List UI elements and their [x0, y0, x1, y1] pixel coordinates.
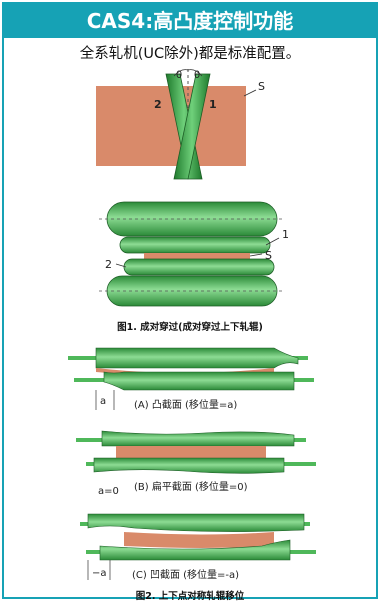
stack-strip-s-label: S	[265, 249, 272, 262]
roll-2-label: 2	[154, 98, 162, 111]
strip-c	[124, 532, 274, 548]
variant-c-diagram: −a (C) 凹截面 (移位量=-a)	[80, 513, 316, 581]
strip-s-label: S	[258, 80, 265, 93]
upper-roll-b	[101, 430, 295, 447]
crossed-rolls-diagram: θ θ 2 1 S	[96, 69, 265, 180]
stack-roll-2-label: 2	[105, 258, 112, 271]
work-roll-bottom	[123, 258, 275, 276]
lower-roll-b	[93, 457, 285, 474]
figure-2-caption: 图2. 上下点对称轧辊移位	[135, 591, 245, 602]
variant-b-diagram: a=0 (B) 扁平截面 (移位量=0)	[76, 430, 316, 497]
roll-1	[173, 73, 211, 180]
roll-1-label: 1	[209, 98, 217, 111]
variant-label-b: (B) 扁平截面 (移位量=0)	[134, 480, 248, 493]
lower-roll-c	[99, 539, 291, 561]
roll-stack-diagram: 1 2 S	[99, 201, 289, 307]
theta-left-label: θ	[176, 70, 182, 81]
theta-right-label: θ	[194, 70, 200, 81]
stack-roll-1-label: 1	[282, 228, 289, 241]
shift-label-c: −a	[92, 568, 107, 579]
shift-label-b: a=0	[98, 486, 119, 497]
variant-label-c: (C) 凹截面 (移位量=-a)	[132, 568, 239, 581]
page-title: CAS4:高凸度控制功能	[4, 4, 376, 38]
upper-roll-c	[87, 513, 305, 532]
shift-label-a: a	[100, 396, 106, 407]
variant-a-diagram: a (A) 凸截面 (移位量=a)	[68, 347, 314, 411]
upper-roll-a	[95, 347, 299, 369]
work-roll-top	[119, 236, 271, 254]
lower-roll-a	[103, 371, 295, 391]
strip-b	[116, 446, 266, 458]
page-subtitle: 全系轧机(UC除外)都是标准配置。	[79, 46, 301, 62]
strip-side	[144, 253, 250, 259]
figure-1-caption: 图1. 成对穿过(成对穿过上下轧辊)	[117, 322, 263, 333]
page-frame: CAS4:高凸度控制功能 全系轧机(UC除外)都是标准配置。 θ θ 2 1 S	[2, 2, 378, 602]
variant-label-a: (A) 凸截面 (移位量=a)	[134, 398, 237, 411]
